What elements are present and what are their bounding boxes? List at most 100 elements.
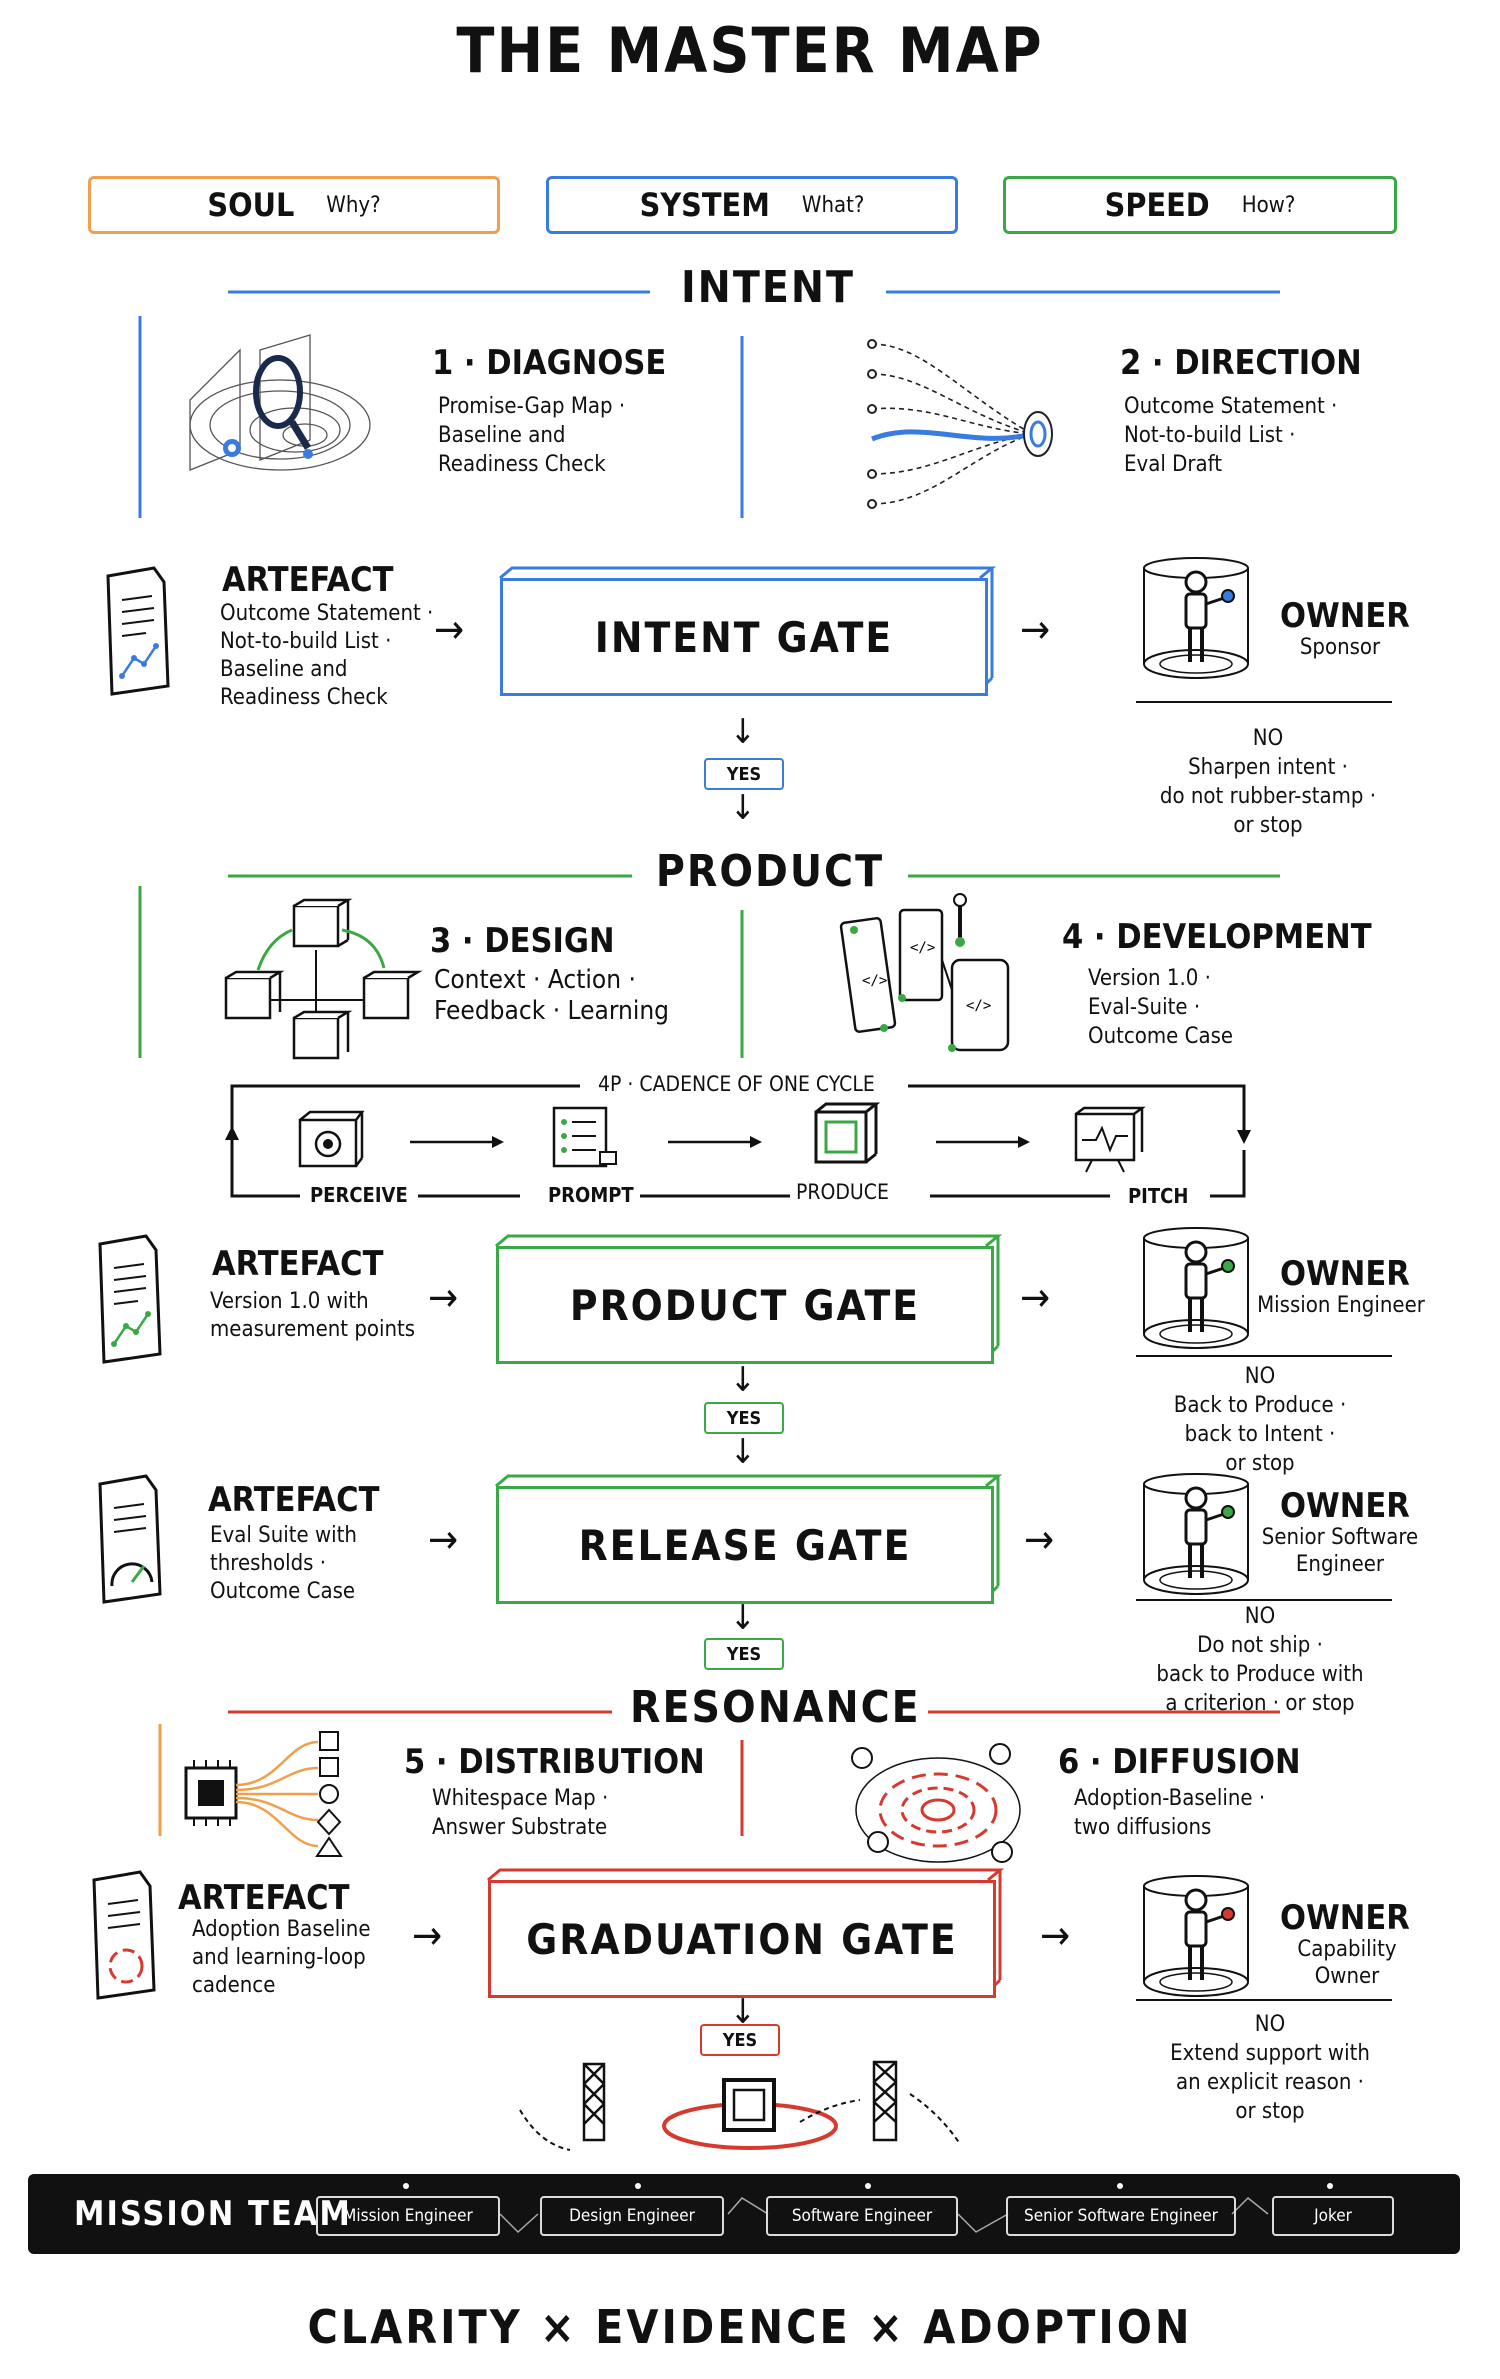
gate-2-artefact-desc: Version 1.0 with measurement points	[210, 1289, 416, 1342]
gate-1-artefact-title: ARTEFACT	[222, 560, 394, 600]
svg-text:</>: </>	[910, 940, 935, 956]
team-member-senior-software-engineer: Senior Software Engineer	[1006, 2196, 1236, 2236]
gate-4-owner-title: OWNER	[1280, 1898, 1410, 1938]
gate-2-owner-title: OWNER	[1280, 1254, 1410, 1294]
team-member-software-engineer: Software Engineer	[766, 2196, 958, 2236]
step-4-desc: Version 1.0 · Eval-Suite · Outcome Case	[1088, 966, 1234, 1049]
gate-1-owner-title: OWNER	[1280, 596, 1410, 636]
diffusion-rings-icon	[851, 1743, 1021, 1863]
mission-team-title: MISSION TEAM	[74, 2194, 352, 2234]
development-devices-icon: </> </> </>	[839, 893, 1010, 1052]
gate-3-owner-role: Senior Software Engineer	[1261, 1525, 1419, 1577]
step-3-title: 3 · DESIGN	[430, 921, 615, 961]
gate-4-no-path: NO Extend support with an explicit reaso…	[1170, 2012, 1370, 2124]
gate-2-artefact-title: ARTEFACT	[212, 1244, 384, 1284]
step-1-desc: Promise-Gap Map · Baseline and Readiness…	[438, 394, 626, 477]
gate-3-artefact-title: ARTEFACT	[208, 1480, 380, 1520]
gate-3-out-arrow: →	[1024, 1517, 1055, 1563]
cycle-bottom-left	[230, 1140, 300, 1198]
gate-1-out-arrow: →	[1020, 607, 1051, 653]
perceive-icon	[298, 1110, 365, 1168]
pillar-soul-question: Why?	[326, 192, 381, 218]
artefact-document-icon	[98, 1474, 162, 1604]
gate-2-out-arrow: →	[1020, 1275, 1051, 1321]
prompt-icon	[552, 1106, 617, 1168]
cycle-arrowhead-1	[492, 1136, 504, 1148]
pillar-system-name: SYSTEM	[639, 186, 770, 224]
distribution-chip-icon	[184, 1731, 343, 1857]
gate-3-yes-arrow-in: ↓	[730, 1598, 756, 1638]
step-2-desc: Outcome Statement · Not-to-build List · …	[1124, 394, 1338, 477]
team-connector-lines	[403, 2183, 1333, 2234]
step-6-desc: Adoption-Baseline · two diffusions	[1074, 1786, 1266, 1840]
diagnose-illustration-icon	[189, 334, 371, 471]
owner-figure-icon	[1143, 1227, 1249, 1349]
pillar-speed-question: How?	[1241, 192, 1296, 218]
gate-4-artefact-desc: Adoption Baseline and learning-loop cade…	[192, 1917, 371, 1998]
mission-team-bar	[28, 2174, 1460, 2254]
gate-2-owner-role: Mission Engineer	[1257, 1293, 1425, 1318]
section-product: PRODUCT	[632, 846, 908, 897]
svg-text:</>: </>	[966, 998, 991, 1014]
gate-2-no-path: NO Back to Produce · back to Intent · or…	[1173, 1364, 1347, 1476]
section-intent: INTENT	[650, 262, 886, 313]
gate-3-artefact-desc: Eval Suite with thresholds · Outcome Cas…	[210, 1523, 357, 1604]
gate-2-in-arrow: →	[428, 1275, 459, 1321]
gate-1-yes-arrow-in: ↓	[730, 712, 756, 752]
gate-3-owner-title: OWNER	[1280, 1486, 1410, 1526]
page-title: THE MASTER MAP	[456, 14, 1044, 87]
cycle-step-pitch: PITCH	[1122, 1184, 1195, 1208]
cycle-step-perceive: PERCEIVE	[304, 1183, 414, 1207]
pillar-system: SYSTEM What?	[546, 176, 958, 234]
direction-illustration-icon	[867, 339, 1053, 509]
cycle-arrowhead-3	[1018, 1136, 1030, 1148]
step-2-title: 2 · DIRECTION	[1120, 343, 1362, 383]
artefact-document-icon	[92, 1870, 156, 2000]
cycle-frame-arrowhead-left	[225, 1126, 239, 1140]
cycle-step-prompt: PROMPT	[542, 1183, 640, 1207]
pitch-icon	[1074, 1106, 1146, 1173]
gate-1-no-path: NO Sharpen intent · do not rubber-stamp …	[1159, 726, 1377, 838]
cycle-frame-left	[230, 1084, 580, 1138]
release-gate: RELEASE GATE	[496, 1486, 994, 1604]
gate-2-yes-arrow-out: ↓	[730, 1432, 756, 1472]
graduation-gate: GRADUATION GATE	[488, 1880, 996, 1998]
cycle-frame-right	[908, 1084, 1246, 1138]
gate-1-artefact-desc: Outcome Statement · Not-to-build List · …	[220, 601, 434, 710]
intent-gate: INTENT GATE	[500, 578, 988, 696]
pillar-system-question: What?	[801, 192, 865, 218]
gate-1-yes-badge: YES	[704, 758, 784, 790]
cycle-bottom-right	[1210, 1150, 1246, 1198]
gate-1-owner-role: Sponsor	[1299, 635, 1381, 660]
artefact-document-icon	[106, 566, 170, 696]
cycle-title: 4P · CADENCE OF ONE CYCLE	[590, 1072, 883, 1096]
gate-3-in-arrow: →	[428, 1517, 459, 1563]
svg-text:</>: </>	[862, 973, 887, 989]
footer-tagline: CLARITY × EVIDENCE × ADOPTION	[307, 2300, 1193, 2354]
step-5-desc: Whitespace Map · Answer Substrate	[432, 1786, 609, 1840]
cycle-frame-arrowhead-right	[1237, 1130, 1251, 1144]
pillar-soul: SOUL Why?	[88, 176, 500, 234]
section-resonance: RESONANCE	[612, 1682, 928, 1733]
product-gate: PRODUCT GATE	[496, 1246, 994, 1364]
gate-2-yes-badge: YES	[704, 1402, 784, 1434]
step-3-desc: Context · Action · Feedback · Learning	[434, 965, 670, 1026]
gate-4-in-arrow: →	[412, 1913, 443, 1959]
produce-icon	[814, 1102, 881, 1164]
owner-figure-icon	[1143, 1875, 1249, 1997]
team-member-joker: Joker	[1272, 2196, 1394, 2236]
gate-3-no-path: NO Do not ship · back to Produce with a …	[1156, 1604, 1364, 1716]
design-cubes-icon	[224, 898, 423, 1060]
gate-1-in-arrow: →	[434, 607, 465, 653]
gate-1-yes-arrow-out: ↓	[730, 788, 756, 828]
pillar-speed: SPEED How?	[1003, 176, 1397, 234]
gate-4-artefact-title: ARTEFACT	[178, 1878, 350, 1918]
step-1-title: 1 · DIAGNOSE	[432, 343, 667, 383]
gate-4-owner-role: Capability Owner	[1297, 1937, 1397, 1989]
team-member-mission-engineer: Mission Engineer	[316, 2196, 500, 2236]
artefact-document-icon	[98, 1234, 162, 1364]
pillar-speed-name: SPEED	[1104, 186, 1210, 224]
pillar-soul-name: SOUL	[207, 186, 295, 224]
step-4-title: 4 · DEVELOPMENT	[1062, 917, 1372, 957]
